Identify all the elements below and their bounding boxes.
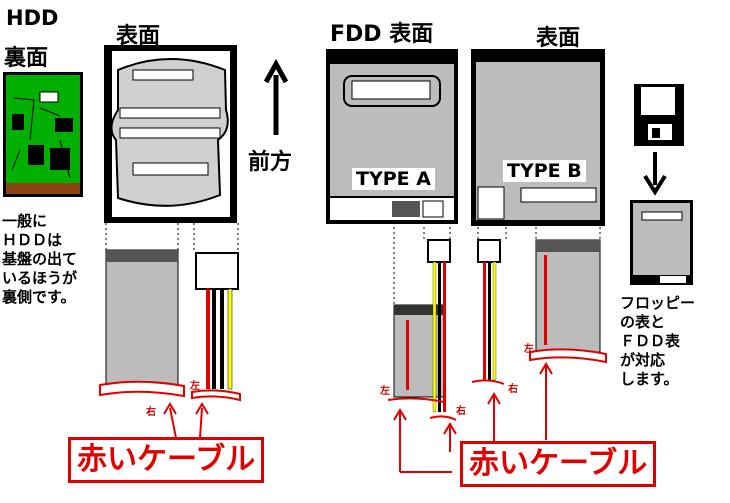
right-marker-fdd-b: 右 (508, 384, 518, 395)
fdd-a-cables (387, 239, 457, 421)
left-marker-fdd-a: 左 (380, 386, 390, 397)
forward-label: 前方 (248, 150, 293, 175)
left-marker-fdd-b: 左 (524, 344, 534, 355)
small-fdd (630, 200, 693, 285)
hdd-title: HDD (6, 6, 59, 30)
hdd-back-label: 裏面 (4, 46, 49, 71)
floppy-disk (634, 84, 684, 196)
floppy-note: フロッピー の表と ＦＤＤ表 が対応 します。 (620, 294, 696, 388)
forward-arrow (263, 58, 289, 135)
red-cable-callout-left: 赤いケーブル (68, 437, 265, 483)
hdd-power-cable (191, 252, 241, 402)
fdd-type-b (471, 49, 605, 226)
hdd-front-drive (104, 45, 237, 223)
left-marker-hdd: 左 (190, 381, 200, 392)
guide-lines (105, 222, 601, 305)
hdd-back-pcb (3, 72, 83, 197)
right-marker-hdd: 右 (146, 407, 156, 418)
type-b-label: TYPE B (503, 160, 586, 182)
red-arrows (163, 362, 553, 473)
hdd-note: 一般に ＨＤＤは 基盤の出て いるほうが 裏側です。 (2, 212, 78, 306)
fdd-front-label-2: 表面 (536, 26, 581, 51)
hdd-front-label: 表面 (116, 24, 161, 49)
fdd-type-a (326, 49, 458, 224)
fdd-b-cables (471, 239, 607, 385)
hdd-ide-cable (99, 249, 185, 398)
type-a-label: TYPE A (352, 168, 435, 190)
fdd-front-label: FDD 表面 (330, 22, 434, 47)
right-marker-fdd-a: 右 (456, 406, 466, 417)
red-cable-callout-right: 赤いケーブル (460, 441, 657, 487)
